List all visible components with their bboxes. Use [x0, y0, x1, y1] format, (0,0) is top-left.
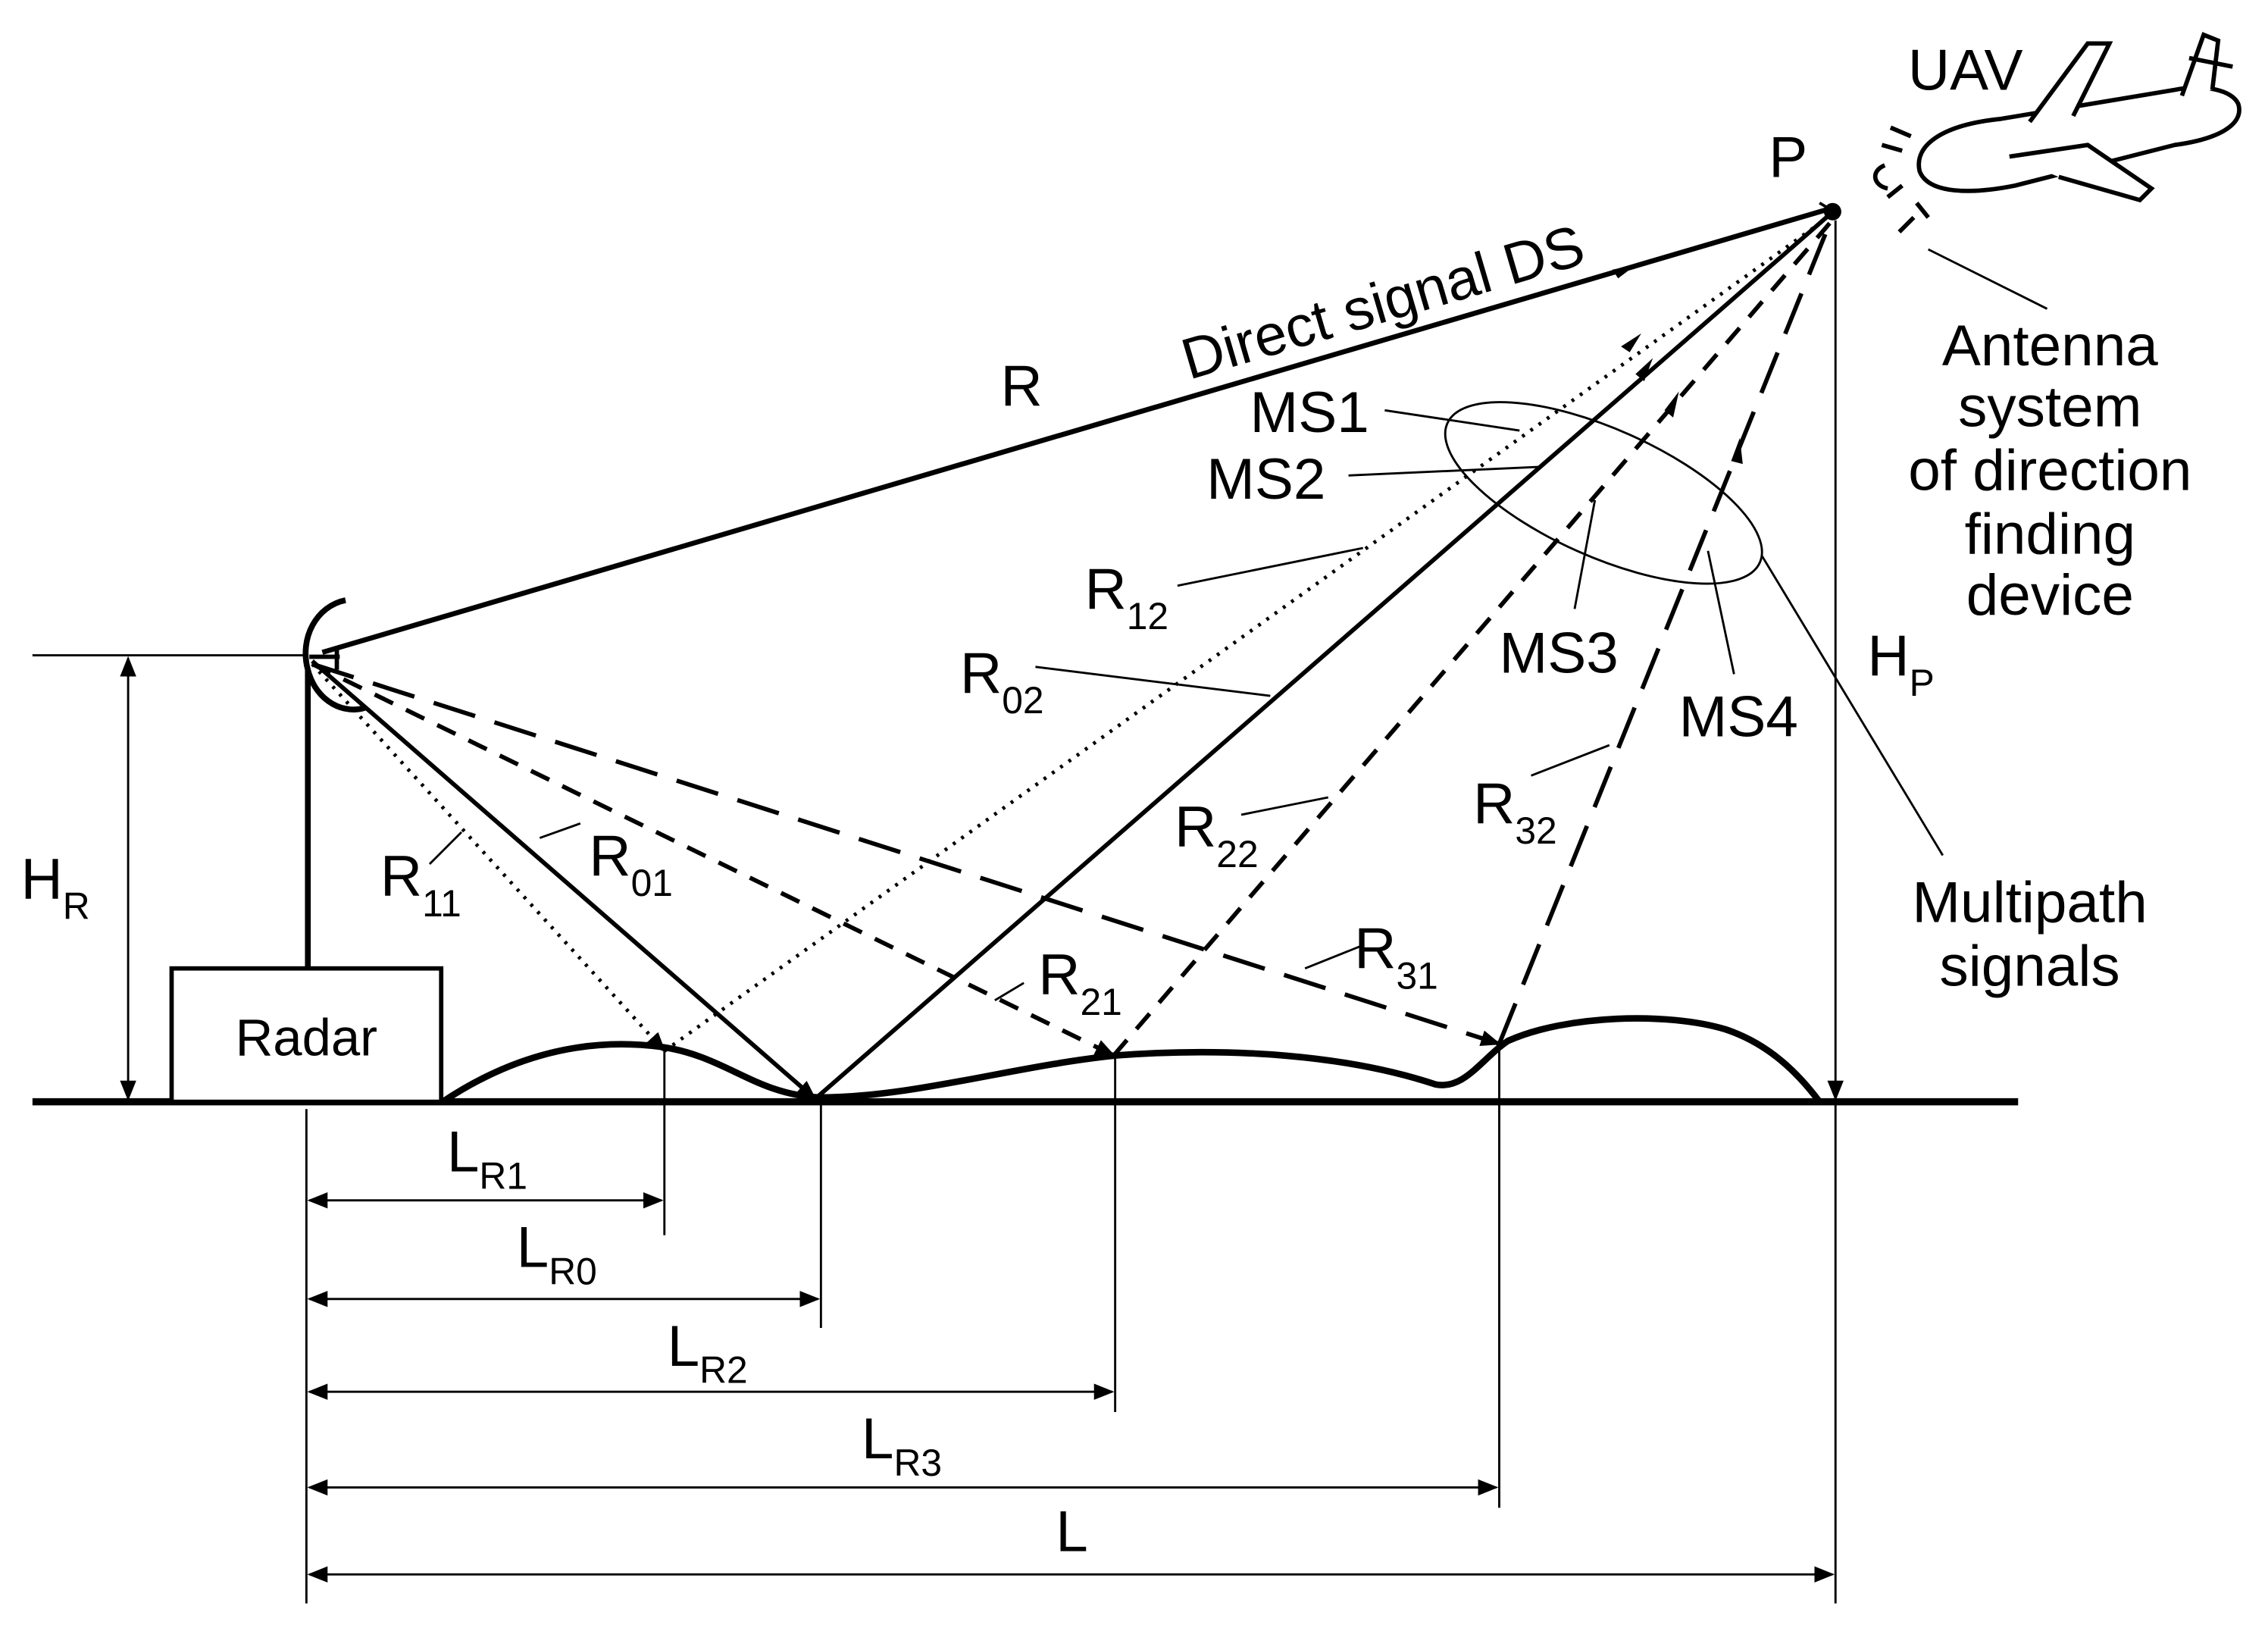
- ms1-label: MS1: [1250, 380, 1369, 445]
- direct-signal-label: Direct signal DS: [1175, 213, 1591, 392]
- r02-ray: [813, 212, 1832, 1101]
- direct-signal-arrowhead: [1612, 265, 1636, 279]
- antenna-line-2: system: [1958, 374, 2141, 439]
- r22-label: R22: [1175, 795, 1259, 875]
- multipath-leader: [1760, 554, 1944, 856]
- ms4-label: MS4: [1679, 685, 1798, 750]
- lr1-label: LR1: [447, 1119, 527, 1197]
- radar-antenna-dish: [302, 597, 368, 712]
- r32-ray: [1497, 222, 1832, 1045]
- r31-leader: [1304, 944, 1364, 970]
- r11-leader: [428, 831, 463, 865]
- lr0-label: LR0: [517, 1216, 597, 1293]
- r32-leader: [1531, 744, 1610, 777]
- multipath-ellipse: [1444, 401, 1763, 585]
- uav-label: UAV: [1908, 39, 2023, 103]
- terrain-profile: [440, 1015, 1822, 1105]
- r12-label: R12: [1084, 557, 1168, 637]
- antenna-leader: [1928, 248, 2048, 310]
- leader-lines: [428, 248, 2048, 1001]
- point-p-label: P: [1769, 125, 1807, 189]
- extension-lines: [305, 1044, 1837, 1604]
- ms2-label: MS2: [1206, 447, 1325, 512]
- l-total-label: L: [1056, 1500, 1088, 1564]
- r-main-label: R: [1001, 355, 1043, 419]
- r21-ray: [311, 662, 1116, 1058]
- r12-leader: [1177, 546, 1363, 587]
- lr2-label: LR2: [668, 1314, 748, 1392]
- ms2-leader: [1348, 465, 1541, 477]
- r21-leader: [994, 982, 1025, 1001]
- multipath-line-1: Multipath: [1912, 870, 2147, 935]
- radar-label: Radar: [236, 1008, 378, 1066]
- r22-arrowhead: [1664, 391, 1679, 418]
- ms3-label: MS3: [1500, 621, 1619, 685]
- r32-arrowhead: [1731, 437, 1743, 465]
- ms4-leader: [1706, 550, 1735, 675]
- point-p: [1823, 202, 1841, 221]
- r11-label: R11: [380, 844, 461, 925]
- multipath-signals-label: Multipath signals: [1912, 870, 2147, 998]
- uav-aircraft-icon: [1872, 32, 2241, 234]
- antenna-line-5: device: [1966, 563, 2134, 628]
- direct-signal-ray: [321, 206, 1831, 655]
- r02-leader: [1035, 665, 1271, 697]
- r02-label: R02: [960, 641, 1044, 722]
- r22-ray: [1112, 221, 1832, 1057]
- r01-leader: [539, 822, 581, 839]
- r12-arrowhead: [1621, 333, 1641, 352]
- r01-label: R01: [589, 824, 673, 904]
- r22-leader: [1240, 796, 1329, 816]
- multipath-line-2: signals: [1939, 935, 2119, 999]
- r12-ray: [663, 218, 1825, 1053]
- antenna-line-4: finding: [1965, 503, 2135, 567]
- lr3-label: LR3: [862, 1407, 942, 1484]
- antenna-system-label: Antenna system of direction finding devi…: [1908, 314, 2191, 628]
- ms1-leader: [1384, 409, 1520, 432]
- ms3-leader: [1573, 499, 1597, 609]
- r01-ray: [311, 659, 817, 1101]
- r21-label: R21: [1038, 943, 1122, 1023]
- dimension-arrows: [307, 1192, 1835, 1583]
- h-p-label: HP: [1867, 624, 1934, 704]
- radar-box: [169, 966, 444, 1104]
- antenna-line-3: of direction: [1908, 438, 2191, 503]
- r02-arrowhead: [1635, 358, 1653, 382]
- r31-label: R31: [1354, 917, 1438, 997]
- r31-ray: [311, 662, 1502, 1047]
- h-r-label: HR: [21, 847, 90, 928]
- antenna-line-1: Antenna: [1942, 314, 2158, 378]
- r32-label: R32: [1473, 772, 1557, 852]
